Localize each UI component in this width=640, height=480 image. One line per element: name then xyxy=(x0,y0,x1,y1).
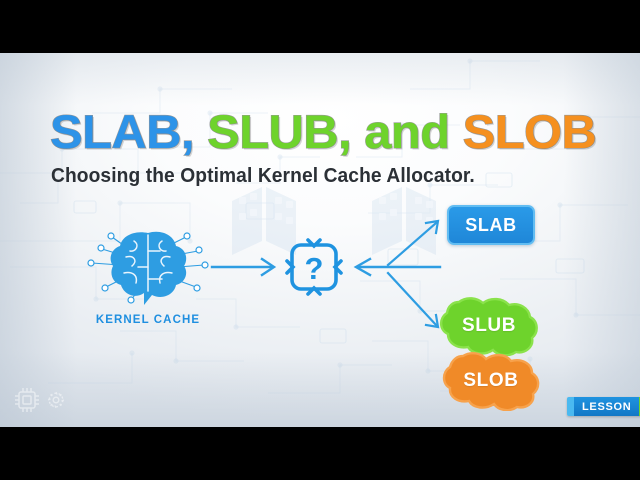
result-badge-slab[interactable]: SLAB xyxy=(447,205,535,245)
letterbox-bottom xyxy=(0,427,640,480)
question-chip-icon: ? xyxy=(285,238,343,296)
unknown-allocator-node: ? xyxy=(283,236,345,298)
lesson-badge-left-accent xyxy=(567,397,574,416)
lesson-badge: LESSON xyxy=(567,397,640,416)
title-word-slub: SLUB, xyxy=(207,105,353,158)
brand-watermark xyxy=(12,385,66,415)
result-badge-slub[interactable]: SLUB xyxy=(437,296,541,357)
slide-canvas: SLAB, SLUB, and SLOB Choosing the Optima… xyxy=(0,53,640,427)
result-badge-slub-label: SLUB xyxy=(461,315,517,336)
lesson-badge-label: LESSON xyxy=(574,397,640,416)
result-badge-slab-label: SLAB xyxy=(465,214,517,235)
gear-icon xyxy=(47,391,65,409)
letterbox-top xyxy=(0,0,640,53)
cpu-chip-icon xyxy=(15,388,39,412)
title-word-slab: SLAB, xyxy=(49,105,195,158)
title-word-slob: SLOB xyxy=(462,105,597,158)
kernel-cache-label: KERNEL CACHE xyxy=(95,314,201,326)
kernel-cache-node: KERNEL CACHE xyxy=(82,225,214,326)
question-mark-glyph: ? xyxy=(305,251,324,286)
page-subtitle: Choosing the Optimal Kernel Cache Alloca… xyxy=(51,165,475,187)
result-badge-slob[interactable]: SLOB xyxy=(439,351,543,412)
page-title: SLAB, SLUB, and SLOB xyxy=(49,105,597,158)
title-word-and: and xyxy=(364,105,451,158)
result-badge-slob-label: SLOB xyxy=(463,370,519,391)
brain-icon xyxy=(87,231,209,305)
